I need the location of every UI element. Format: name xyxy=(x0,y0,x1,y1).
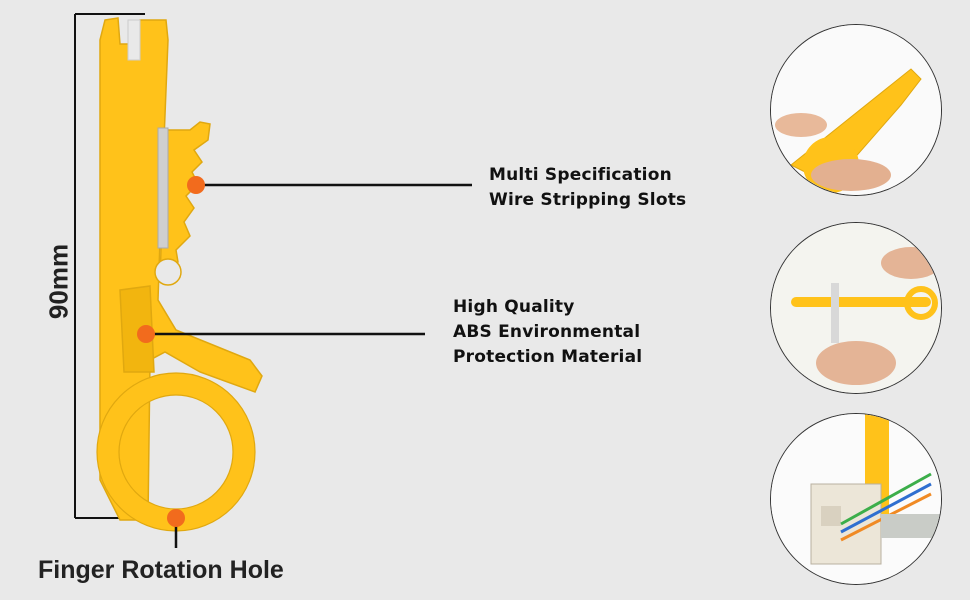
metal-blade xyxy=(157,127,169,249)
callout-line: ABS Environmental xyxy=(453,322,641,342)
marker-dot xyxy=(187,176,205,194)
callout-stripping-slots: Multi Specification Wire Stripping Slots xyxy=(489,163,686,213)
usage-photo-stripping xyxy=(770,24,942,196)
usage-photo-cutting xyxy=(770,222,942,394)
finger-hole-caption: Finger Rotation Hole xyxy=(38,556,284,584)
marker-dot xyxy=(137,325,155,343)
callout-line: Wire Stripping Slots xyxy=(489,190,687,210)
callout-material: High Quality ABS Environmental Protectio… xyxy=(453,295,642,370)
top-slot xyxy=(127,19,141,61)
callout-line: Protection Material xyxy=(453,347,643,367)
wire-stripper-tool xyxy=(96,17,263,532)
callout-line: Multi Specification xyxy=(489,165,672,185)
callout-line: High Quality xyxy=(453,297,575,317)
side-recess xyxy=(119,285,155,373)
wire-hole xyxy=(154,258,182,286)
usage-photo-punch-down xyxy=(770,413,942,585)
dimension-label: 90mm xyxy=(43,243,74,320)
marker-dot xyxy=(167,509,185,527)
